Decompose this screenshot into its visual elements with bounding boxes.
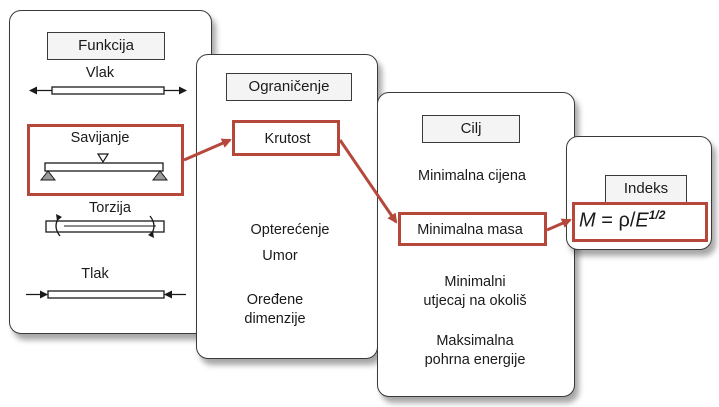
arrow-minmass-to-index: [546, 218, 572, 232]
function-header: Funkcija: [47, 32, 165, 60]
stiffness-highlight: [232, 120, 340, 156]
formula-exponent: 1/2: [648, 208, 666, 222]
compression-icon: [26, 290, 186, 299]
material-index-formula: M = ρ/E1/2: [579, 208, 665, 233]
formula-e: E: [635, 209, 649, 232]
compression-label: Tlak: [81, 266, 109, 282]
stiffness-label: Krutost: [264, 131, 311, 147]
constraint-panel: [196, 54, 378, 359]
tension-label: Vlak: [85, 65, 115, 81]
formula-highlight: [572, 202, 708, 242]
objective-header: Cilj: [422, 115, 520, 143]
load-label: Opterećenje: [250, 222, 330, 238]
min-cost-label: Minimalna cijena: [418, 168, 526, 184]
bending-icon: [39, 153, 169, 181]
tension-icon: [29, 86, 187, 95]
max-energy-label-line1: Maksimalna: [436, 333, 514, 349]
dimensions-label-line2: dimenzije: [244, 311, 306, 327]
max-energy-label-line2: pohrna energije: [424, 352, 526, 368]
min-mass-highlight: [398, 212, 547, 246]
arrow-stiffness-to-minmass: [338, 139, 398, 224]
arrow-bending-to-stiffness: [183, 138, 232, 162]
dimensions-label-line1: Oređene: [246, 292, 304, 308]
min-env-label-line1: Minimalni: [444, 274, 506, 290]
bending-label: Savijanje: [70, 130, 130, 146]
constraint-header: Ograničenje: [226, 73, 352, 101]
function-panel: [9, 10, 212, 334]
bending-highlight: [27, 124, 184, 196]
formula-eq: = ρ/: [595, 209, 636, 232]
formula-m: M: [579, 209, 596, 232]
torsion-label: Torzija: [89, 200, 131, 216]
torsion-icon: [45, 214, 165, 238]
min-mass-label: Minimalna masa: [417, 222, 523, 238]
min-env-label-line2: utjecaj na okoliš: [423, 293, 527, 309]
fatigue-label: Umor: [262, 248, 298, 264]
